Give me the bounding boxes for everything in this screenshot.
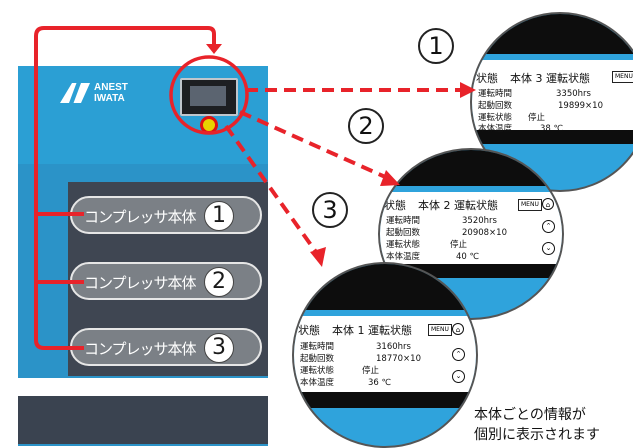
scroll-up-icon[interactable]: ⌃ [452,348,465,361]
menu-button[interactable]: MENU [612,71,633,83]
scroll-down-icon[interactable]: ⌄ [452,370,465,383]
unit-label: コンプレッサ本体 [84,274,197,292]
alarm-lamp-icon [200,116,218,134]
status-word: 状態 [384,199,406,212]
cabinet-base [18,396,268,444]
row-state: 運転状態停止 [386,240,468,250]
compressor-unit-1: コンプレッサ本体 1 [70,196,262,234]
brand-logo-line2: IWATA [94,93,125,104]
status-screen [472,60,633,130]
compressor-cabinet: ANEST IWATA コンプレッサ本体 1 コンプレッサ本体 2 コンプレッサ… [18,66,268,446]
control-display-screen [190,86,226,106]
compressor-unit-3: コンプレッサ本体 3 [70,328,262,366]
control-display[interactable] [180,78,238,116]
unit-number: 1 [204,201,234,231]
unit-number: 3 [204,333,234,363]
screen-title: 本体 3 運転状態 [510,72,590,85]
compressor-unit-2: コンプレッサ本体 2 [70,262,262,300]
caption-line1: 本体ごとの情報が [474,407,586,423]
home-icon[interactable]: ⌂ [452,323,464,335]
scroll-up-icon[interactable]: ⌃ [542,220,555,233]
zoom-number-1: 1 [418,28,454,64]
cabinet-divider [18,378,268,398]
zoom-number-2: 2 [348,108,384,144]
zoom-number-3: 3 [312,192,348,228]
screen-bezel-top [472,14,633,54]
home-icon[interactable]: ⌂ [542,198,554,210]
screen-bezel-top [294,264,476,310]
screen-bezel-top [380,150,562,186]
caption-line2: 個別に表示されます [474,427,600,443]
status-screen [294,316,476,392]
status-word: 状態 [476,72,498,85]
unit-label: コンプレッサ本体 [84,208,197,226]
brand-logo-line1: ANEST [94,82,128,93]
row-state: 運転状態停止 [300,366,380,376]
screen-title: 本体 1 運転状態 [332,324,412,337]
status-screen [380,192,562,264]
brand-logo: ANEST IWATA [60,82,128,104]
unit-label: コンプレッサ本体 [84,340,197,358]
menu-button[interactable]: MENU [428,324,452,336]
row-state: 運転状態停止 [478,113,546,123]
unit-number: 2 [204,267,234,297]
brand-logo-icon [60,83,90,103]
screen-bezel-bottom [472,130,633,144]
screen-title: 本体 2 運転状態 [418,199,498,212]
screen-bezel-bottom [294,392,476,408]
status-word: 状態 [298,324,320,337]
scroll-down-icon[interactable]: ⌄ [542,242,555,255]
menu-button[interactable]: MENU [518,199,542,211]
